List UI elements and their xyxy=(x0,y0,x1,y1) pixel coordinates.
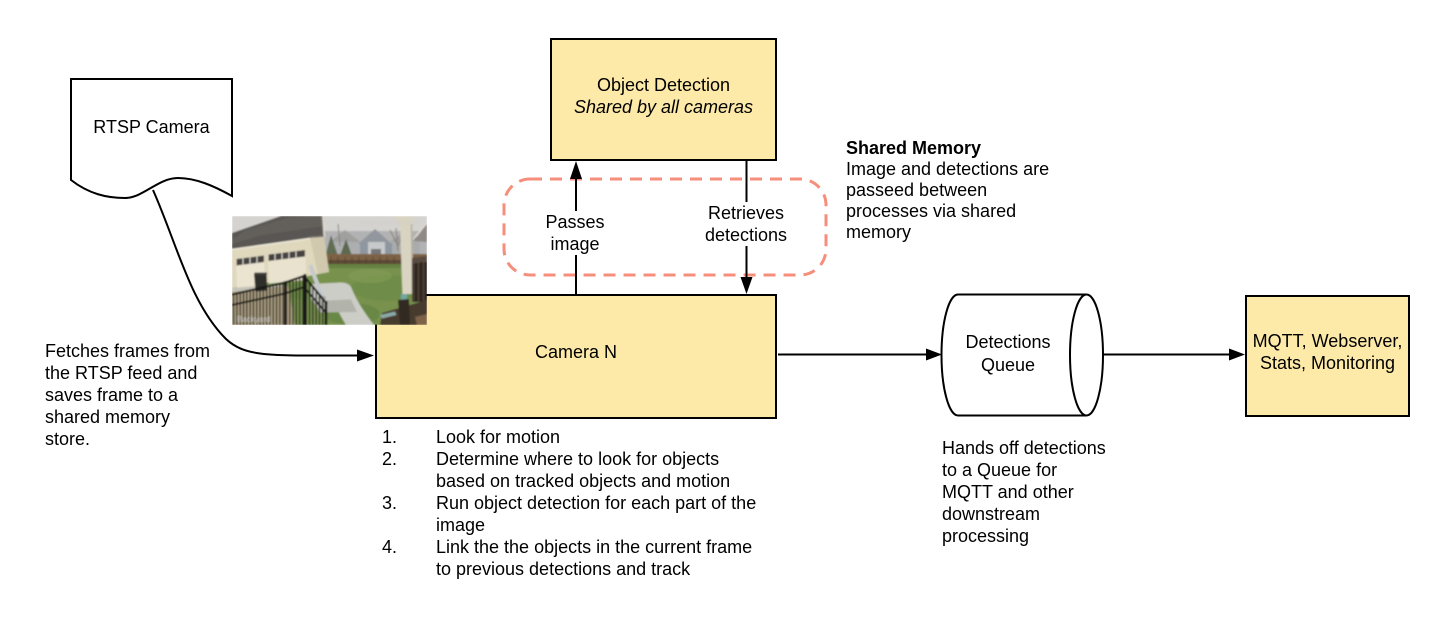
svg-text:2019-02-26 09:41:07: 2019-02-26 09:41:07 xyxy=(359,220,420,227)
svg-text:Backyard: Backyard xyxy=(237,315,270,324)
